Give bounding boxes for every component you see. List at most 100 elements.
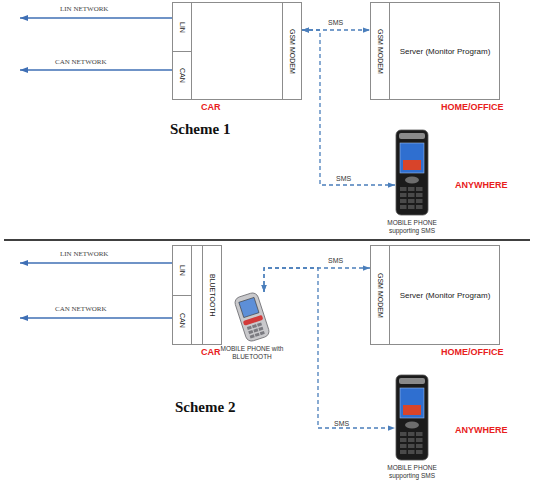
server-label: Server (Monitor Program) <box>391 246 499 344</box>
scheme-title: Scheme 2 <box>175 399 235 416</box>
phone-key <box>416 205 423 209</box>
phone-key <box>408 187 415 191</box>
phone-key <box>400 199 407 203</box>
gsm-modem: GSM MODEM <box>282 2 302 100</box>
phone-key <box>416 444 423 448</box>
link-label: SMS <box>328 257 343 264</box>
phone-key <box>416 199 423 203</box>
phone-key <box>247 326 252 330</box>
phone-key <box>400 444 407 448</box>
sms-link <box>302 29 370 30</box>
phone-key <box>400 205 407 209</box>
modem-label: GSM MODEM <box>371 246 389 344</box>
separator-line <box>4 239 530 241</box>
network-arrow <box>20 317 172 319</box>
bus-interface: LIN <box>172 2 192 52</box>
screen-image <box>403 405 421 415</box>
bluetooth-module: BLUETOOTH <box>202 245 222 345</box>
interface-label: CAN <box>173 52 191 99</box>
network-arrow <box>20 17 172 19</box>
phone-key <box>416 450 423 454</box>
phone-key <box>408 444 415 448</box>
phone-caption: MOBILE PHONE supporting SMS <box>376 464 448 480</box>
screen-image <box>403 160 421 170</box>
network-label: LIN NETWORK <box>60 5 108 13</box>
gsm-modem: GSM MODEM <box>370 245 390 345</box>
phone-caption: MOBILE PHONE supporting SMS <box>376 219 448 235</box>
phone-accent <box>243 315 264 326</box>
phone-shape <box>395 375 429 460</box>
phone-key <box>255 333 260 337</box>
bus-interface: LIN <box>172 245 192 296</box>
link-label: SMS <box>334 420 349 427</box>
phone-key <box>416 187 423 191</box>
network-arrow <box>20 69 172 71</box>
phone-key <box>400 450 407 454</box>
phone-key <box>400 438 407 442</box>
phone-key <box>416 193 423 197</box>
scheme-title: Scheme 1 <box>170 121 230 138</box>
phone-earpiece <box>399 133 425 139</box>
interface-label: LIN <box>173 246 191 295</box>
phone-body <box>233 291 270 342</box>
phone-shape <box>395 130 429 215</box>
phone-key <box>416 432 423 436</box>
modem-label: GSM MODEM <box>371 3 389 99</box>
modem-label: GSM MODEM <box>283 3 301 99</box>
car-unit: CARLINCANGSM MODEM <box>172 2 302 100</box>
phone-key <box>408 199 415 203</box>
phone-key <box>400 432 407 436</box>
mobile-phone: MOBILE PHONE supporting SMSANYWHERE <box>395 375 429 460</box>
phone-navkey <box>405 177 419 184</box>
phone-earpiece <box>399 378 425 384</box>
phone-caption: MOBILE PHONE with BLUETOOTH <box>216 345 288 361</box>
phone-shape <box>232 292 272 342</box>
phone-key <box>408 438 415 442</box>
phone-screen <box>400 143 424 173</box>
phone-screen <box>400 388 424 418</box>
server-label: Server (Monitor Program) <box>391 3 499 99</box>
phone-key <box>260 331 265 335</box>
location-label: ANYWHERE <box>455 180 508 190</box>
link-label: SMS <box>328 19 343 26</box>
phone-body <box>396 375 428 460</box>
sms-link <box>264 268 370 292</box>
bluetooth-phone: MOBILE PHONE with BLUETOOTH <box>232 292 272 342</box>
phone-key <box>258 327 263 331</box>
interface-label: LIN <box>173 3 191 51</box>
phone-key <box>416 438 423 442</box>
phone-key <box>408 450 415 454</box>
phone-key <box>253 328 258 332</box>
interface-label: CAN <box>173 296 191 344</box>
phone-key <box>408 205 415 209</box>
network-arrow <box>20 262 172 264</box>
phone-key <box>250 334 255 338</box>
gsm-modem: GSM MODEM <box>370 2 390 100</box>
link-label: SMS <box>336 175 351 182</box>
phone-key <box>400 187 407 191</box>
phone-key <box>248 330 253 334</box>
bus-interface: CAN <box>172 51 192 100</box>
car-unit: CARLINCANBLUETOOTH <box>172 245 222 345</box>
location-label: HOME/OFFICE <box>441 347 504 357</box>
network-label: CAN NETWORK <box>55 58 107 66</box>
phone-illustration <box>233 291 270 342</box>
network-label: LIN NETWORK <box>60 250 108 258</box>
phone-key <box>408 193 415 197</box>
location-label: CAR <box>201 347 221 357</box>
mobile-phone: MOBILE PHONE supporting SMSANYWHERE <box>395 130 429 215</box>
network-label: CAN NETWORK <box>55 305 107 313</box>
bus-interface: CAN <box>172 295 192 345</box>
phone-screen <box>239 297 259 317</box>
server-box: Server (Monitor Program)HOME/OFFICEGSM M… <box>370 2 500 100</box>
module-label: BLUETOOTH <box>203 246 221 344</box>
phone-body <box>396 130 428 215</box>
server-box: Server (Monitor Program)HOME/OFFICEGSM M… <box>370 245 500 345</box>
phone-key <box>400 193 407 197</box>
phone-key <box>408 432 415 436</box>
phone-key <box>252 324 257 328</box>
phone-key <box>257 322 262 326</box>
location-label: HOME/OFFICE <box>441 102 504 112</box>
location-label: ANYWHERE <box>455 425 508 435</box>
